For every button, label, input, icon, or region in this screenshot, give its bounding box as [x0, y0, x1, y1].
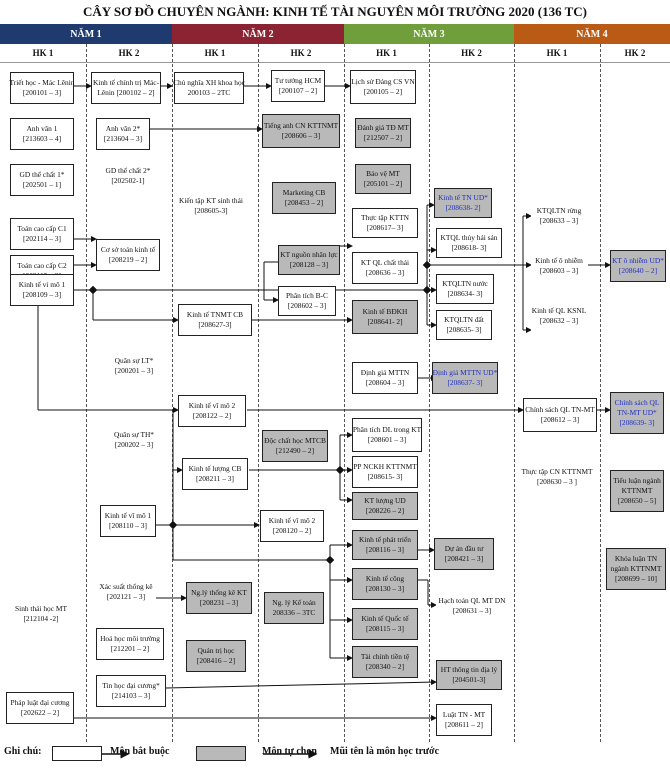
course-box: Tin học đại cương*[214103 – 3] — [96, 675, 166, 707]
course-box: KTQLTN nước[208634- 3] — [436, 274, 494, 304]
course-box-elective: Kinh tế BĐKH[208641- 2] — [352, 300, 418, 334]
course-box: PP NCKH KTTNMT[208615- 3] — [352, 456, 418, 488]
course-box: Thực tập CN KTTNMT[208630 – 3 ] — [520, 462, 594, 492]
course-box: Chính sách QL TN-MT[208612 – 3] — [523, 398, 597, 432]
legend-mandatory-text: Môn bắt buộc — [110, 746, 170, 757]
semester-divider — [258, 44, 259, 742]
legend-mandatory-swatch — [52, 746, 102, 761]
legend-label: Ghi chú: — [4, 746, 42, 757]
course-box: Hạch toán QL MT DN[208631 – 3] — [436, 590, 508, 622]
course-box: Xác suất thống kê[202121 – 3] — [96, 576, 156, 608]
course-box-elective: HT thông tin địa lý[204501-3] — [436, 660, 502, 690]
course-box-elective: Ng.lý thống kê KT[208231 – 3] — [186, 582, 252, 614]
course-box: Cơ sở toán kinh tế[208219 – 2] — [96, 239, 160, 271]
semester-header: HK 1 — [204, 48, 226, 58]
course-box: Thực tập KTTN[208617– 3] — [352, 208, 418, 238]
course-box-elective: Dự án đầu tư[208421 – 3] — [434, 538, 494, 570]
year-divider — [172, 44, 173, 742]
year-1-header: NĂM 1 — [0, 24, 172, 44]
semester-header: HK 1 — [546, 48, 568, 58]
course-box: KTQL thủy hải sản[208618- 3] — [436, 228, 502, 258]
course-box: Anh văn 1[213603 – 4] — [10, 118, 74, 150]
course-box: Kinh tế vi mô 1[208109 – 3] — [10, 274, 74, 306]
course-box-elective: Marketing CB[208453 – 2] — [272, 182, 336, 214]
course-box: GD thể chất 1*[202501 – 1] — [10, 164, 74, 196]
course-box: Phân tích DL trong KT[208601 – 3] — [352, 418, 422, 452]
course-box: Pháp luật đại cương[202622 – 2] — [6, 692, 74, 724]
course-box-elective: Quản trị học[208416 – 2] — [186, 640, 246, 672]
course-box: Kinh tế ô nhiễm[208603 – 3] — [531, 250, 587, 282]
course-box: Hoá học môi trường[212201 – 2] — [96, 628, 164, 660]
semester-header: HK 2 — [624, 48, 646, 58]
legend-elective-label: Môn tự chọn — [262, 746, 317, 757]
course-box-elective: KT lượng UD[208226 – 2] — [352, 492, 418, 520]
course-box: Quân sự TH*[200202 – 3] — [106, 424, 162, 456]
course-box: Kinh tế chính trị Mác-Lênin [200102 – 2] — [91, 72, 161, 104]
semester-header: HK 2 — [461, 48, 482, 58]
course-box: Lịch sử Đảng CS VN[200105 – 2] — [350, 70, 416, 104]
course-box-elective: KT ô nhiễm UD*[208640 – 2] — [610, 250, 666, 282]
course-box: Sinh thái học MT[212104 -2] — [8, 598, 74, 630]
legend-arrow-text: Mũi tên là môn học trước — [330, 746, 440, 757]
course-box: Anh văn 2*[213604 – 3] — [96, 118, 150, 150]
year-divider — [514, 44, 515, 742]
course-box: Kiến tập KT sinh thái[208605-3] — [176, 190, 246, 222]
semester-header: HK 2 — [290, 48, 312, 58]
course-box: Kinh tế vĩ mô 2[208120 – 2] — [260, 510, 324, 542]
course-box-elective: Độc chất học MTCB[212490 – 2] — [262, 430, 328, 462]
semester-divider — [600, 44, 601, 742]
legend-elective-swatch — [196, 746, 246, 761]
course-box-elective: Tiếng anh CN KTTNMT[208606 – 3] — [262, 114, 340, 148]
year-4-header: NĂM 4 — [514, 24, 670, 44]
course-box: Định giá MTTN[208604 – 3] — [352, 362, 418, 394]
course-box-elective: Kinh tế phát triển[208116 – 3] — [352, 530, 418, 560]
year-3-header: NĂM 3 — [344, 24, 514, 44]
semester-header: HK 1 — [376, 48, 397, 58]
course-box: Luật TN - MT[208611 – 2] — [436, 704, 492, 736]
course-box: GD thể chất 2*[202502-1] — [96, 160, 160, 192]
course-box-elective: Bảo vệ MT[205101 – 2] — [355, 164, 411, 194]
header-separator — [0, 62, 670, 63]
year-divider — [344, 44, 345, 742]
course-box: Toán cao cấp C1[202114 – 3] — [10, 218, 74, 250]
course-box: Kinh tế QL KSNL[208632 – 3] — [531, 300, 587, 332]
course-box-elective: Kinh tế Quốc tế[208115 – 3] — [352, 608, 418, 640]
course-box: Tư tưởng HCM[200107 – 2] — [271, 70, 325, 102]
course-box: Kinh tế lượng CB[208211 – 3] — [182, 458, 248, 490]
course-box-elective: KT nguồn nhân lực[208128 – 3] — [278, 245, 340, 275]
semester-divider — [429, 44, 430, 742]
course-box-elective: Tài chính tiền tệ[208340 – 2] — [352, 646, 418, 678]
course-box: KT QL chất thải[208636 – 3] — [352, 252, 418, 284]
course-box-elective: Kinh tế công[208130 – 3] — [352, 568, 418, 600]
course-box: KTQLTN đất[208635- 3] — [436, 310, 492, 340]
course-box: Kinh tế TNMT CB[208627-3] — [178, 304, 252, 336]
course-box: Quân sự LT*[200201 – 3] — [106, 350, 162, 382]
course-box-elective: Đánh giá TĐ MT[212507 – 2] — [355, 118, 411, 148]
course-box: Kinh tế vĩ mô 2[208122 – 2] — [178, 395, 246, 427]
course-box-elective: Định giá MTTN UD*[208637- 3] — [432, 362, 498, 394]
course-box-elective: Kinh tế TN UD*[208638- 2] — [434, 188, 492, 218]
semester-header: HK 1 — [32, 48, 54, 58]
semester-header: HK 2 — [118, 48, 140, 58]
semester-divider — [86, 44, 87, 742]
diagram-title: CÂY SƠ ĐỒ CHUYÊN NGÀNH: KINH TẾ TÀI NGUY… — [82, 4, 588, 19]
course-box: Kinh tế vĩ mô 1[208110 – 3] — [100, 505, 156, 537]
course-box: Phân tích B-C[208602 – 3] — [278, 286, 336, 316]
course-box: KTQLTN rừng[208633 – 3] — [531, 200, 587, 232]
course-box: Triết học - Mác Lênin[200101 – 3] — [10, 72, 75, 104]
year-2-header: NĂM 2 — [172, 24, 344, 44]
